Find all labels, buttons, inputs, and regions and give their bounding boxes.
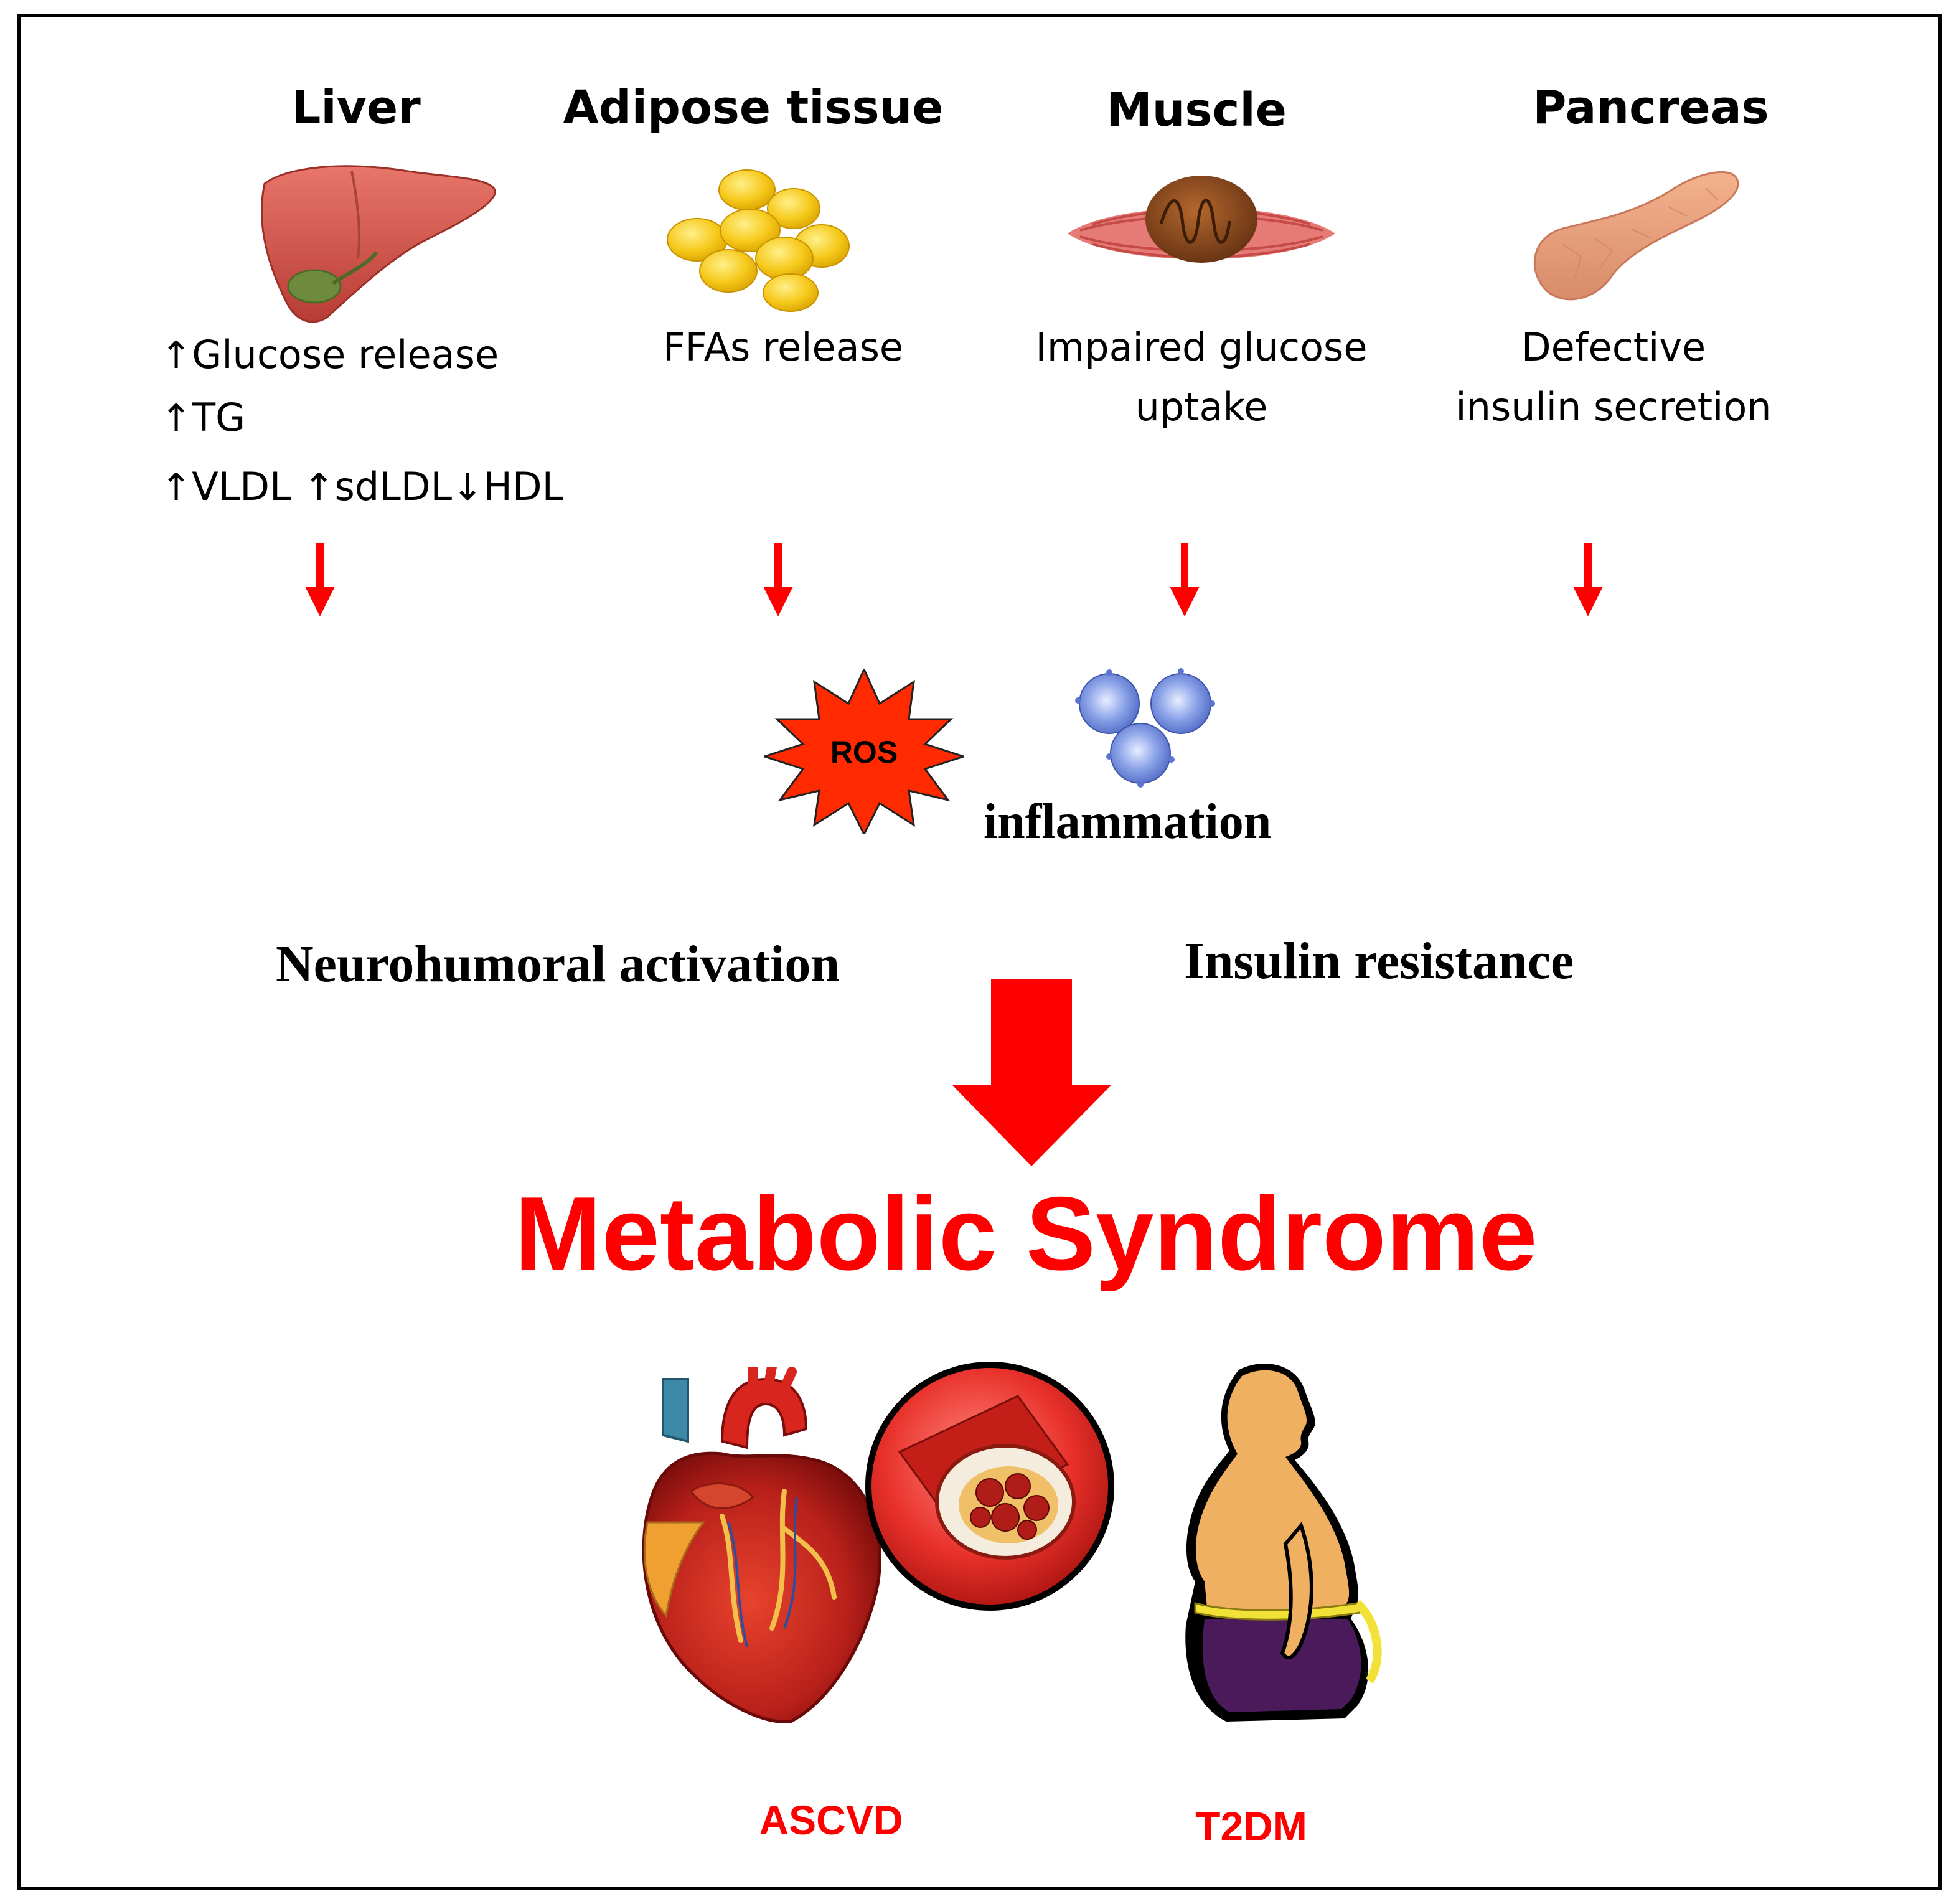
pancreas-effect: Defective insulin secretion [1455, 318, 1771, 437]
vldl-text: VLDL [192, 464, 291, 509]
insulin-resistance-label: Insulin resistance [1184, 932, 1574, 990]
ros-label: ROS [830, 734, 898, 770]
up-arrow-icon: ↑ [303, 466, 335, 509]
ros-burst: ROS [764, 669, 964, 834]
t2dm-label: T2DM [1195, 1803, 1307, 1849]
down-arrow-icon: ↓ [452, 466, 484, 509]
pancreas-effect-line2: insulin secretion [1455, 384, 1772, 430]
starburst-icon [764, 669, 964, 834]
glucose-release-text: Glucose release [192, 332, 499, 377]
inflammation-label: inflammation [984, 794, 1272, 849]
liver-effects: ↑Glucose release ↑TG ↑VLDL ↑sdLDL↓HDL [161, 324, 563, 519]
up-arrow-icon: ↑ [161, 334, 192, 377]
sdldl-text: sdLDL [334, 464, 453, 509]
tg-text: TG [192, 395, 246, 440]
hdl-text: HDL [483, 464, 564, 509]
adipose-effect-text: FFAs release [662, 324, 904, 370]
immune-cells-illustration [1075, 668, 1215, 788]
organ-title-liver: Liver [291, 81, 421, 134]
up-arrow-icon: ↑ [161, 397, 192, 440]
organ-title-pancreas: Pancreas [1533, 81, 1769, 134]
muscle-effect-line1: Impaired glucose [1035, 324, 1368, 370]
ascvd-label: ASCVD [759, 1797, 903, 1843]
down-arrow-icon [305, 543, 335, 616]
muscle-effect: Impaired glucose uptake [1036, 318, 1368, 437]
artery-cross-section-illustration [865, 1362, 1114, 1611]
liver-illustration [260, 165, 496, 323]
pancreas-illustration [1533, 171, 1739, 301]
down-arrow-icon [1170, 543, 1200, 616]
up-arrow-icon: ↑ [161, 466, 192, 509]
big-down-arrow-icon [952, 979, 1111, 1166]
muscle-effect-line2: uptake [1135, 384, 1268, 430]
pancreas-effect-line1: Defective [1521, 324, 1706, 370]
muscle-illustration [1068, 176, 1335, 263]
down-arrow-icon [1573, 543, 1603, 616]
main-title: Metabolic Syndrome [514, 1175, 1538, 1292]
organ-title-adipose: Adipose tissue [563, 81, 944, 134]
obese-person-illustration [1185, 1364, 1382, 1722]
adipose-illustration [667, 169, 850, 312]
organ-title-muscle: Muscle [1106, 83, 1287, 137]
heart-illustration [642, 1367, 881, 1724]
down-arrow-icon [763, 543, 793, 616]
neurohumoral-activation-label: Neurohumoral activation [276, 935, 840, 993]
